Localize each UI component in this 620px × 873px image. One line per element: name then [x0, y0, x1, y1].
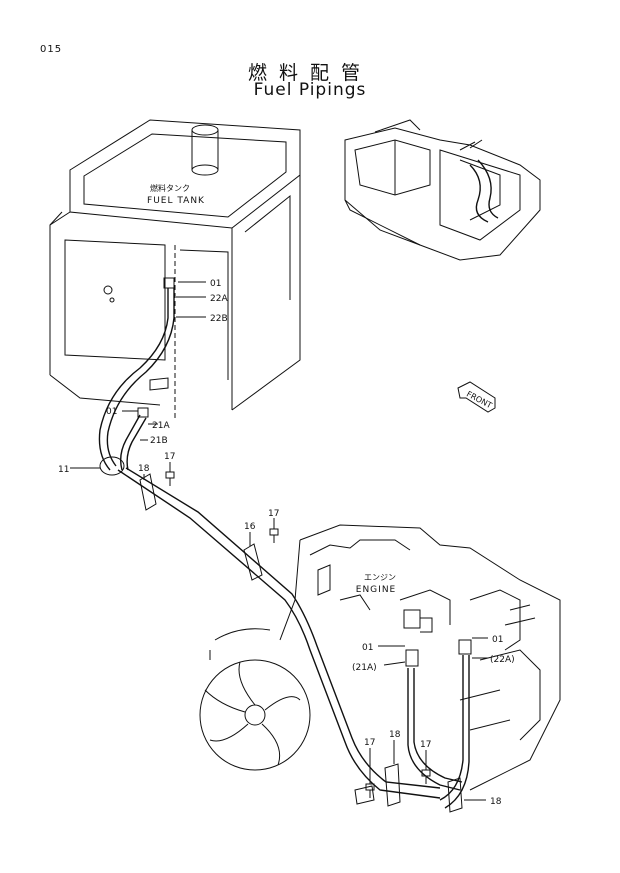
callout-18-c: 18 — [490, 797, 502, 807]
fuel-tank-label-en: FUEL TANK — [147, 196, 205, 206]
callout-17-a: 17 — [164, 452, 175, 462]
fuel-hoses — [98, 288, 472, 813]
title-japanese: 燃料配管 — [247, 62, 372, 84]
engine-label-en: ENGINE — [356, 585, 396, 595]
leader-lines — [70, 281, 488, 801]
callout-01-tank: 01 — [210, 279, 221, 289]
callout-21a-engine: (21A) — [352, 663, 377, 673]
callout-17-c: 17 — [364, 738, 375, 748]
fuel-tank-drawing — [49, 119, 301, 420]
callout-01-mid: 01 — [106, 407, 117, 417]
machine-overview-drawing — [344, 119, 541, 261]
callout-21b-mid: 21B — [150, 436, 168, 446]
callout-22a-tank: 22A — [210, 294, 228, 304]
callout-01-engine-right: 01 — [492, 635, 503, 645]
callout-21a-mid: 21A — [152, 421, 170, 431]
page-number: 015 — [40, 44, 63, 55]
callout-17-b: 17 — [268, 509, 279, 519]
front-arrow — [457, 381, 496, 413]
callout-22b-tank: 22B — [210, 314, 228, 324]
callout-18-b: 18 — [389, 730, 401, 740]
callout-11: 11 — [58, 465, 69, 475]
callout-01-engine-left: 01 — [362, 643, 373, 653]
fuel-tank-label-jp: 燃料タンク — [150, 183, 190, 193]
callout-16: 16 — [244, 522, 256, 532]
callout-18-a: 18 — [138, 464, 150, 474]
engine-label-jp: エンジン — [364, 573, 396, 582]
callout-17-d: 17 — [420, 740, 431, 750]
callout-22a-engine: (22A) — [490, 655, 515, 665]
title-english: Fuel Pipings — [253, 80, 367, 100]
